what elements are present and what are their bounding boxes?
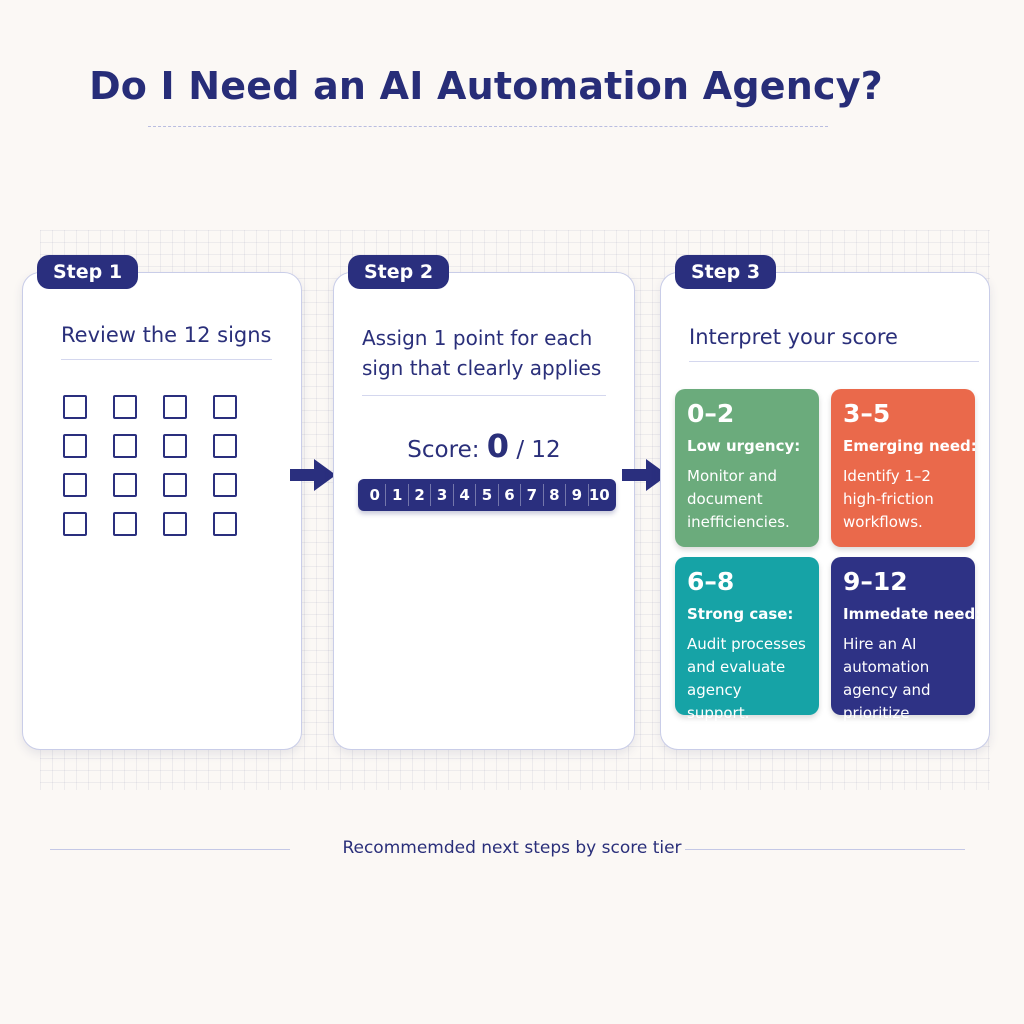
score-total: / 12 [516,437,561,463]
scale-value[interactable]: 8 [544,484,567,506]
scale-value[interactable]: 5 [476,484,499,506]
checkbox-icon[interactable] [113,473,137,497]
page-title: Do I Need an AI Automation Agency? [89,64,883,108]
scale-value[interactable]: 0 [364,484,387,506]
footer-divider-left [50,849,290,850]
scale-value[interactable]: 3 [431,484,454,506]
checkbox-icon[interactable] [113,395,137,419]
tier-range: 0–2 [687,399,735,428]
tier-description: Hire an AI automation agency and priorit… [843,635,938,745]
tier-low-urgency: 0–2 Low urgency: Monitor and document in… [675,389,819,547]
checkbox-icon[interactable] [63,434,87,458]
footer-caption: Recommemded next steps by score tier [342,838,682,858]
step-1-card: Step 1 Review the 12 signs [22,255,302,750]
checkbox-icon[interactable] [113,434,137,458]
footer-divider-right [685,849,965,850]
scale-value[interactable]: 9 [566,484,589,506]
tier-description: Audit processes and evaluate agency supp… [687,635,806,722]
tier-immediate-need: 9–12 Immedate need: Hire an AI automatio… [831,557,982,745]
score-value: 0 [486,427,510,465]
checkbox-icon[interactable] [213,473,237,497]
score-display: Score: 0 / 12 [334,427,634,465]
checkbox-icon[interactable] [213,395,237,419]
step-3-badge: Step 3 [675,255,777,289]
checkbox-icon[interactable] [113,512,137,536]
checkbox-icon[interactable] [63,395,87,419]
scale-value[interactable]: 6 [499,484,522,506]
step-2-card: Step 2 Assign 1 point for each sign that… [333,255,635,750]
tier-description: Identify 1–2 high-friction workflows. [843,467,934,531]
step-2-heading: Assign 1 point for each sign that clearl… [362,323,606,396]
arrow-right-icon [622,459,668,491]
scale-value[interactable]: 10 [588,486,610,504]
scale-value[interactable]: 4 [454,484,477,506]
arrow-right-icon [290,459,336,491]
scale-value[interactable]: 1 [386,484,409,506]
tier-range: 6–8 [687,567,735,596]
scale-value[interactable]: 7 [521,484,544,506]
step-3-card: Step 3 Interpret your score 0–2 Low urge… [660,255,990,750]
tier-range: 3–5 [843,399,891,428]
tier-strong-case: 6–8 Strong case: Audit processes and eva… [675,557,819,722]
title-divider [148,126,828,127]
step-1-badge: Step 1 [37,255,139,289]
checkbox-icon[interactable] [163,395,187,419]
step-2-badge: Step 2 [348,255,450,289]
tier-range: 9–12 [843,567,908,596]
tier-label: Low urgency: [687,437,801,455]
checkbox-icon[interactable] [213,512,237,536]
tier-emerging-need: 3–5 Emerging need: Identify 1–2 high-fri… [831,389,977,547]
tier-label: Emerging need: [843,437,977,455]
signs-checklist [63,395,263,536]
tier-description: Monitor and document inefficiencies. [687,467,790,531]
score-label: Score: [407,437,480,463]
tier-label: Strong case: [687,605,794,623]
checkbox-icon[interactable] [213,434,237,458]
tier-label: Immedate need: [843,605,982,623]
checkbox-icon[interactable] [63,473,87,497]
step-1-heading: Review the 12 signs [61,323,272,360]
scale-value[interactable]: 2 [409,484,432,506]
step-3-heading: Interpret your score [689,325,979,362]
checkbox-icon[interactable] [163,512,187,536]
checkbox-icon[interactable] [163,434,187,458]
checkbox-icon[interactable] [63,512,87,536]
checkbox-icon[interactable] [163,473,187,497]
